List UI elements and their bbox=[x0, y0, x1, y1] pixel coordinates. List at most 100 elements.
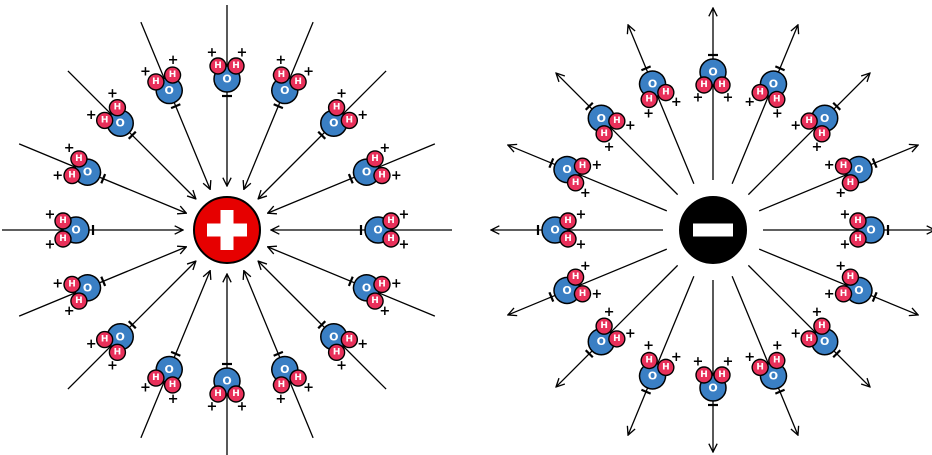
hydrogen-label: H bbox=[600, 129, 608, 139]
oxygen-atom bbox=[320, 323, 348, 351]
oxygen-label: O bbox=[222, 73, 231, 86]
hydrogen-atom bbox=[209, 385, 227, 403]
hydrogen-label: H bbox=[59, 234, 67, 244]
partial-positive-charge: + bbox=[591, 287, 602, 302]
hydrogen-label: H bbox=[114, 347, 122, 357]
partial-negative-charge bbox=[273, 103, 284, 110]
hydrogen-label: H bbox=[68, 279, 76, 289]
partial-positive-charge: + bbox=[207, 400, 218, 415]
partial-positive-charge: + bbox=[336, 358, 347, 373]
partial-positive-charge: + bbox=[391, 169, 402, 184]
hydrogen-label: H bbox=[378, 279, 386, 289]
hydrogen-label: H bbox=[756, 362, 764, 372]
partial-positive-charge: + bbox=[237, 400, 248, 415]
hydrogen-label: H bbox=[847, 178, 855, 188]
partial-positive-charge: + bbox=[625, 119, 636, 134]
hydrogen-label: H bbox=[579, 161, 587, 171]
partial-positive-charge: + bbox=[591, 158, 602, 173]
partial-negative-charge bbox=[347, 173, 354, 184]
water-molecule: OHH++ bbox=[317, 87, 368, 140]
hydrogen-label: H bbox=[840, 289, 848, 299]
partial-positive-charge: + bbox=[357, 108, 368, 123]
hydrogen-label: H bbox=[840, 161, 848, 171]
hydrogen-atom bbox=[366, 150, 384, 168]
partial-positive-charge: + bbox=[86, 337, 97, 352]
field-line-arrow bbox=[731, 275, 798, 435]
water-molecule: OHH++ bbox=[140, 350, 183, 407]
oxygen-label: O bbox=[280, 84, 289, 97]
partial-positive-charge: + bbox=[576, 208, 587, 223]
water-molecule: OHH++ bbox=[207, 362, 248, 415]
anion bbox=[679, 196, 747, 264]
hydrogen-label: H bbox=[152, 77, 160, 87]
hydrogen-atom bbox=[70, 150, 88, 168]
hydrogen-atom bbox=[841, 174, 860, 192]
hydrogen-label: H bbox=[278, 70, 286, 80]
hydrogen-label: H bbox=[371, 296, 379, 306]
water-molecule: OHH++ bbox=[584, 101, 636, 155]
water-molecule: OHH++ bbox=[744, 65, 788, 121]
hydrogen-atom bbox=[695, 76, 713, 94]
hydrogen-atom bbox=[849, 230, 867, 248]
partial-positive-charge: + bbox=[168, 53, 179, 68]
hydrogen-label: H bbox=[346, 335, 354, 345]
hydrogen-atom bbox=[813, 125, 831, 143]
water-molecule: OHH++ bbox=[52, 141, 107, 186]
hydrogen-atom bbox=[834, 157, 853, 175]
oxygen-atom bbox=[810, 327, 839, 356]
hydrogen-label: H bbox=[152, 373, 160, 383]
field-line-arrow bbox=[747, 264, 870, 387]
partial-positive-charge: + bbox=[643, 339, 654, 354]
oxygen-label: O bbox=[116, 330, 125, 343]
partial-positive-charge: + bbox=[379, 304, 390, 319]
partial-negative-charge bbox=[127, 320, 137, 330]
partial-positive-charge: + bbox=[744, 350, 755, 365]
hydrogen-atom bbox=[566, 268, 585, 286]
partial-positive-charge: + bbox=[168, 392, 179, 407]
partial-negative-charge bbox=[548, 157, 555, 169]
hydrogen-atom bbox=[70, 292, 88, 310]
partial-positive-charge: + bbox=[399, 208, 410, 223]
oxygen-label: O bbox=[866, 224, 875, 237]
partial-negative-charge bbox=[584, 349, 594, 359]
ion-sign-vertical-bar bbox=[220, 210, 234, 250]
hydrogen-label: H bbox=[613, 116, 621, 126]
hydrogen-label: H bbox=[294, 373, 302, 383]
field-line-arrow bbox=[731, 25, 798, 185]
hydrogen-label: H bbox=[645, 356, 653, 366]
water-molecule: OHH++ bbox=[140, 53, 183, 110]
water-molecule: OHH++ bbox=[548, 155, 602, 201]
hydrogen-atom bbox=[695, 366, 713, 384]
hydrogen-atom bbox=[340, 330, 359, 349]
partial-positive-charge: + bbox=[45, 208, 56, 223]
hydrogen-atom bbox=[573, 285, 592, 303]
oxygen-atom bbox=[587, 327, 616, 356]
hydrogen-label: H bbox=[718, 80, 726, 90]
field-line-arrow bbox=[758, 145, 918, 212]
partial-negative-charge bbox=[170, 350, 181, 357]
hydrogen-label: H bbox=[700, 80, 708, 90]
water-molecule: OHH++ bbox=[840, 208, 890, 253]
hydrogen-atom bbox=[95, 330, 114, 349]
partial-positive-charge: + bbox=[580, 259, 591, 274]
hydrogen-atom bbox=[608, 330, 626, 348]
hydrogen-atom bbox=[657, 83, 675, 102]
hydrogen-atom bbox=[54, 212, 72, 230]
hydrogen-label: H bbox=[773, 356, 781, 366]
partial-negative-charge bbox=[347, 276, 354, 287]
hydrogen-label: H bbox=[169, 70, 177, 80]
hydrogen-label: H bbox=[718, 370, 726, 380]
partial-positive-charge: + bbox=[723, 91, 734, 106]
oxygen-label: O bbox=[280, 363, 289, 376]
oxygen-label: O bbox=[373, 224, 382, 237]
field-line-arrow bbox=[628, 25, 695, 185]
hydrogen-label: H bbox=[333, 347, 341, 357]
hydrogen-atom bbox=[640, 351, 658, 370]
oxygen-label: O bbox=[562, 284, 571, 297]
oxygen-label: O bbox=[648, 78, 657, 91]
hydrogen-label: H bbox=[278, 380, 286, 390]
partial-positive-charge: + bbox=[64, 141, 75, 156]
water-molecule: OHH++ bbox=[45, 208, 95, 253]
